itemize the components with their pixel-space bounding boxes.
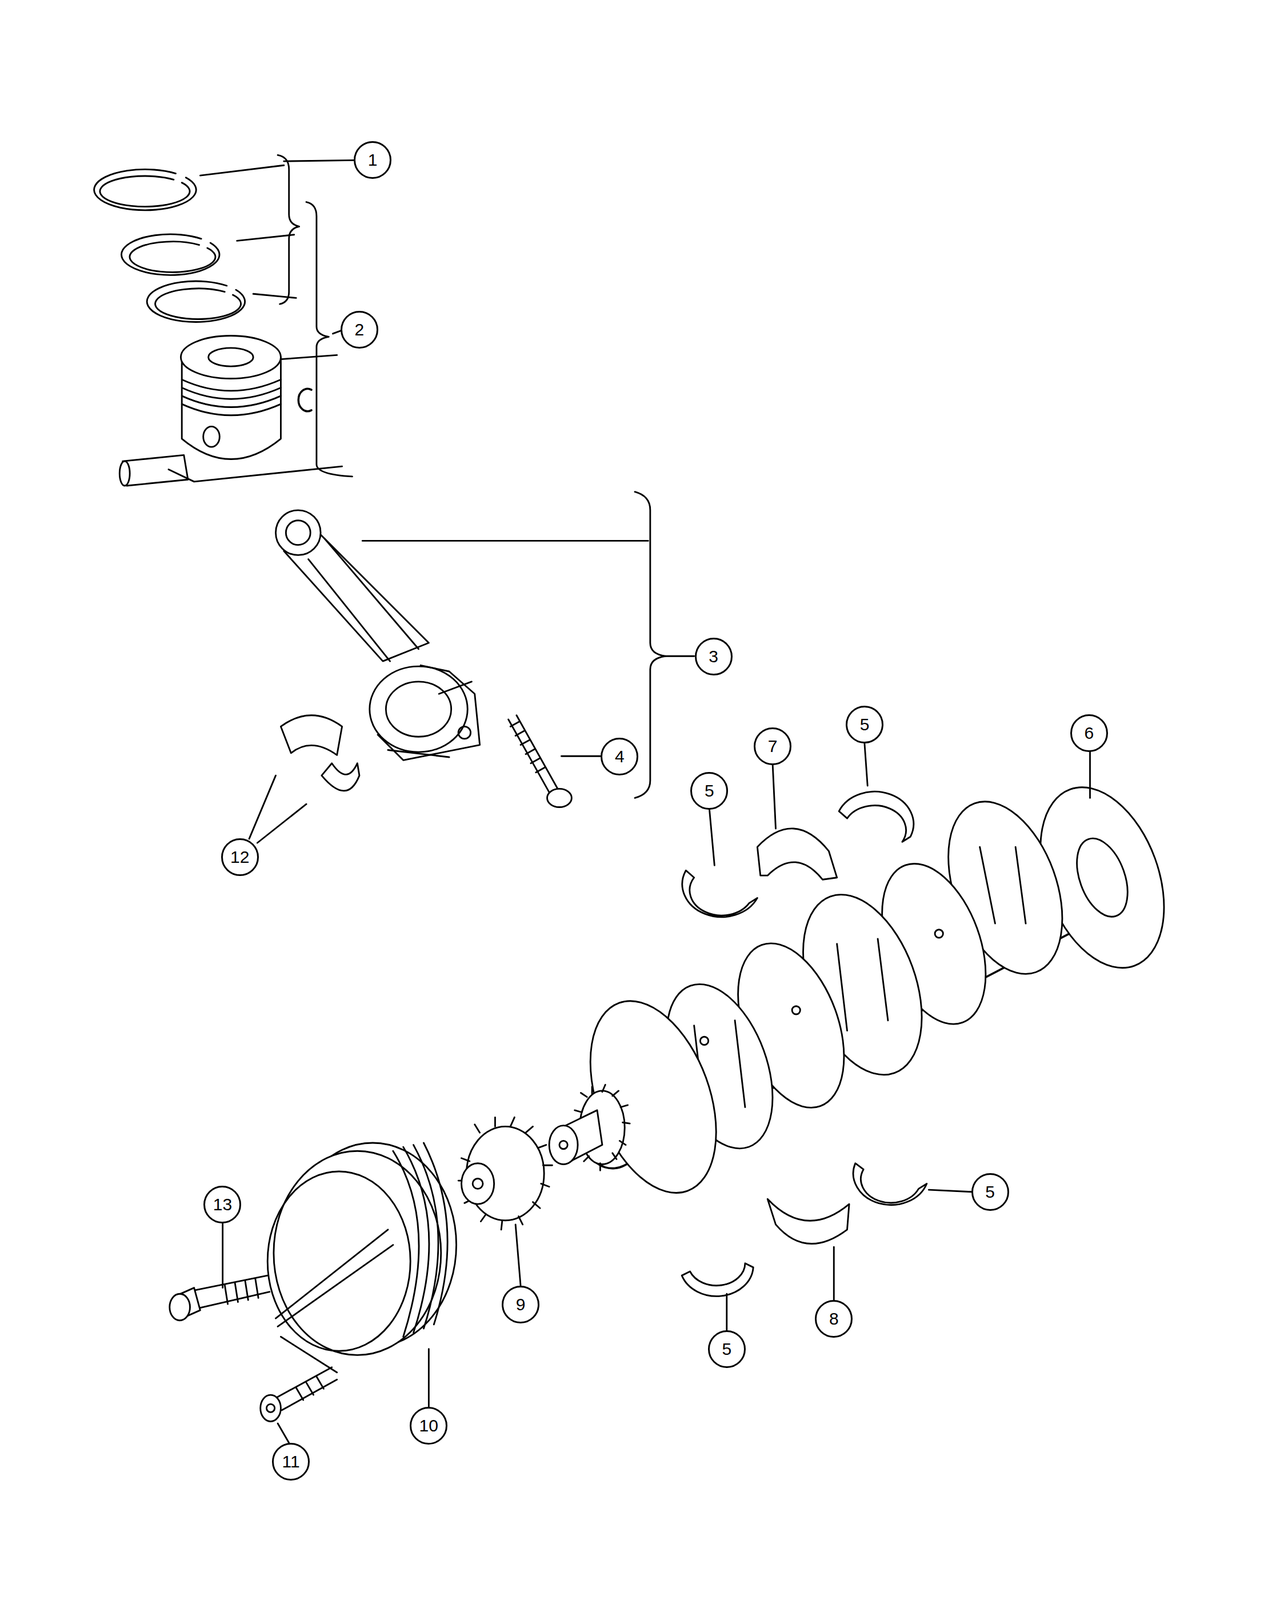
callout-text: 10 xyxy=(419,1417,439,1435)
callout-number: 13 xyxy=(203,1185,242,1224)
callout-number: 5 xyxy=(845,705,884,744)
callout-text: 11 xyxy=(282,1453,300,1471)
callout-text: 4 xyxy=(614,748,625,766)
callout-text: 13 xyxy=(213,1196,232,1214)
piston-rings xyxy=(94,169,246,322)
callout-number: 4 xyxy=(600,737,639,776)
callout-number: 2 xyxy=(340,310,379,349)
callout-number: 7 xyxy=(753,727,792,766)
piston xyxy=(119,336,312,487)
callout-number: 11 xyxy=(272,1442,310,1481)
callout-text: 12 xyxy=(230,848,250,866)
callout-number: 5 xyxy=(690,772,728,810)
callout-number: 8 xyxy=(814,1300,853,1338)
callout-text: 6 xyxy=(1084,724,1095,742)
crank-sprocket xyxy=(458,1117,552,1286)
rod-bearings xyxy=(249,715,360,843)
callout-text: 1 xyxy=(368,151,378,169)
callout-number: 1 xyxy=(353,141,392,179)
callout-text: 5 xyxy=(721,1340,732,1358)
callout-number: 9 xyxy=(501,1285,540,1324)
callout-text: 5 xyxy=(985,1183,995,1201)
rod-bolt xyxy=(508,715,601,808)
callout-number: 10 xyxy=(409,1406,448,1445)
callout-text: 5 xyxy=(704,782,715,800)
leader-lines xyxy=(168,154,355,482)
callout-text: 9 xyxy=(516,1296,526,1314)
callout-number: 5 xyxy=(708,1330,746,1368)
callout-text: 5 xyxy=(860,716,870,734)
callout-text: 2 xyxy=(354,321,364,339)
callout-text: 8 xyxy=(829,1310,839,1328)
callout-text: 7 xyxy=(768,737,778,755)
callout-number: 3 xyxy=(694,637,733,676)
pulley-bolts xyxy=(169,1222,338,1443)
callout-number: 6 xyxy=(1070,714,1108,752)
connecting-rod xyxy=(276,492,695,799)
callout-number: 12 xyxy=(221,838,259,876)
crankshaft xyxy=(549,750,1187,1210)
callout-text: 3 xyxy=(708,648,719,666)
callout-number: 5 xyxy=(971,1173,1010,1211)
crank-pulley xyxy=(267,1142,456,1408)
